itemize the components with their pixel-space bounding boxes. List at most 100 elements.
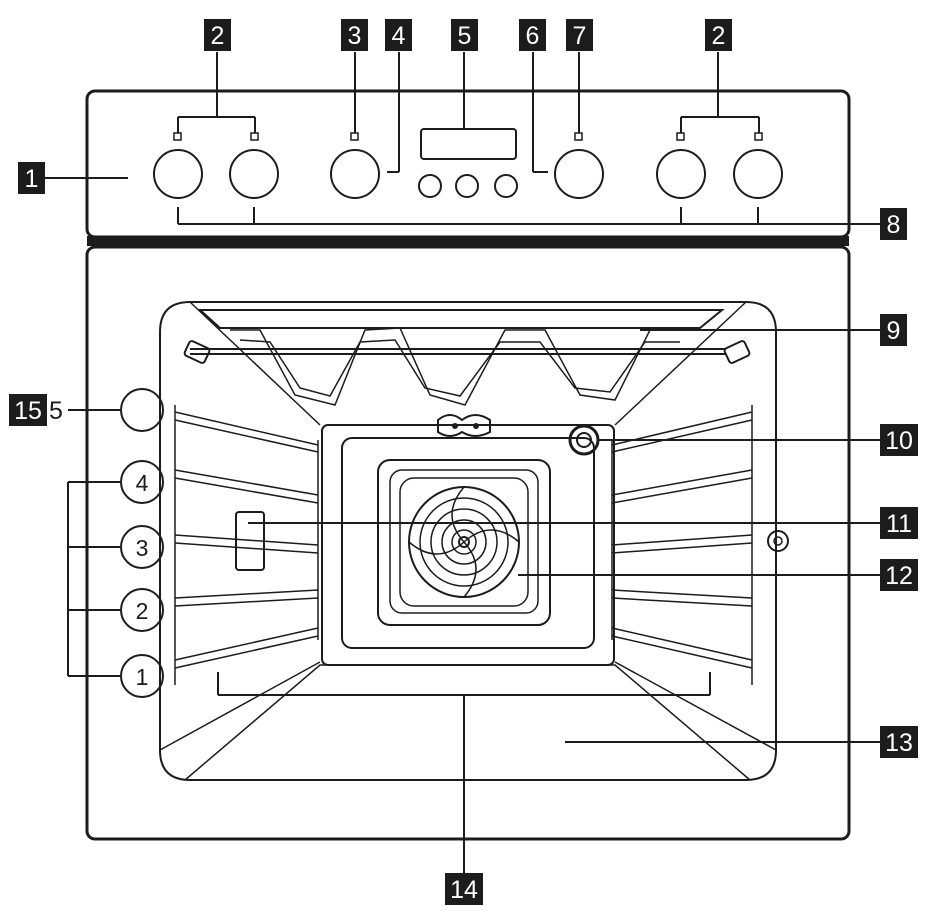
shelf-support-right — [611, 405, 789, 685]
oven-lamp-outer — [568, 424, 600, 456]
shelf-position-markers: 4 3 2 1 — [120, 388, 164, 698]
callout-7-box — [566, 19, 593, 51]
shelf-position-1-label: 1 — [136, 664, 149, 690]
callout-9: 9 — [887, 317, 901, 345]
hob-knob-left-2 — [229, 149, 279, 199]
grill-bracket-left — [183, 340, 211, 364]
callout-6-box — [519, 19, 546, 51]
callout-4-box — [385, 19, 412, 51]
grill-connector — [437, 414, 491, 437]
hob-indicator-left-1 — [173, 132, 182, 141]
fan-ring-4 — [441, 519, 487, 565]
oven-body — [85, 245, 851, 841]
shelf-position-3-label: 3 — [136, 535, 149, 561]
fan — [408, 486, 520, 598]
hob-indicator-left-2 — [250, 132, 259, 141]
shelf-position-2-label: 2 — [136, 598, 149, 624]
callout-13-box — [880, 726, 918, 758]
temperature-indicator — [574, 132, 583, 141]
callout-8: 8 — [887, 211, 901, 239]
callout-15: 15 — [14, 397, 42, 425]
control-panel — [85, 89, 851, 246]
right-runner-4 — [611, 469, 753, 504]
shelf-position-4-circle — [120, 460, 164, 504]
cavity-edge-br — [614, 661, 777, 751]
cavity-edge-tr — [614, 301, 747, 426]
callout-3-box — [341, 19, 368, 51]
callout-1: 1 — [25, 165, 39, 193]
callout-13: 13 — [885, 729, 913, 757]
grill-connector-pin-1 — [452, 423, 458, 429]
shelf-position-1-circle — [120, 654, 164, 698]
callout-10: 10 — [885, 427, 913, 455]
callout-8-box — [880, 208, 907, 240]
callout-7: 7 — [573, 22, 587, 50]
callout-6: 6 — [526, 22, 540, 50]
callout-10-box — [880, 424, 918, 456]
electronic-display — [420, 128, 517, 160]
right-runner-1 — [611, 627, 753, 669]
callout-14: 14 — [450, 876, 478, 904]
control-button-1 — [418, 174, 442, 198]
left-runner-2 — [174, 589, 319, 607]
callout-1-box — [18, 162, 45, 194]
fan-cover-inner — [389, 469, 539, 614]
callout-11: 11 — [886, 510, 912, 538]
fan-cover-outer — [377, 459, 551, 626]
fan-blades — [408, 486, 520, 598]
callout-12: 12 — [885, 562, 913, 590]
grill-connector-pin-2 — [473, 423, 479, 429]
leader-lines — [45, 52, 880, 873]
control-button-3 — [494, 174, 518, 198]
oven-lamp-inner — [576, 432, 592, 448]
fan-ring-5 — [451, 529, 477, 555]
grill-bracket-right — [723, 340, 751, 364]
callout-9-box — [880, 314, 907, 346]
callout-11-box — [880, 507, 918, 539]
callout-2-left-box — [204, 19, 231, 51]
back-wall-recess — [341, 437, 595, 649]
grill-element-loops — [230, 327, 690, 406]
shelf-position-top-circle — [120, 388, 164, 432]
left-runner-3 — [174, 534, 319, 554]
control-button-2 — [455, 174, 479, 198]
hob-knob-right-1 — [656, 149, 706, 199]
temperature-knob — [554, 149, 604, 199]
left-runner-5 — [174, 411, 319, 453]
callout-12-box — [880, 559, 918, 591]
meat-probe-socket-inner — [773, 536, 783, 546]
callout-4: 4 — [392, 22, 406, 50]
fan-hub — [458, 536, 470, 548]
hob-indicator-right-2 — [754, 132, 763, 141]
hob-knob-right-2 — [733, 149, 783, 199]
oven-lamp — [568, 424, 600, 456]
fan-ring-2 — [419, 497, 509, 587]
shelf-position-3-circle — [120, 525, 164, 569]
callout-2-right-box — [705, 19, 732, 51]
grill-heating-element — [183, 309, 751, 437]
callouts: 2 3 4 5 6 7 2 1 8 9 10 11 12 13 14 15 5 — [9, 19, 918, 905]
callout-2-left: 2 — [211, 22, 225, 50]
right-runner-5 — [611, 411, 753, 453]
left-runner-4 — [174, 469, 319, 504]
oven-body-frame — [85, 245, 851, 841]
callout-5: 5 — [458, 22, 472, 50]
shelf-support-left — [174, 405, 319, 685]
shelf-position-top-label: 5 — [49, 397, 63, 425]
cavity-edge-tl — [189, 301, 321, 426]
meat-probe-socket — [767, 530, 789, 552]
fan-ring-3 — [430, 508, 498, 576]
hob-knob-left-1 — [153, 149, 203, 199]
shelf-position-4-label: 4 — [136, 470, 149, 496]
left-runner-1 — [174, 627, 319, 669]
right-runner-3 — [611, 534, 753, 554]
grill-element-loops-inner — [239, 339, 680, 397]
cavity-edge-bl — [159, 661, 321, 751]
grill-top-plate — [197, 309, 725, 329]
callout-5-box — [451, 19, 478, 51]
callout-3: 3 — [348, 22, 362, 50]
callout-2-right: 2 — [712, 22, 726, 50]
right-runner-2 — [611, 589, 753, 607]
callout-15-box — [9, 394, 47, 426]
